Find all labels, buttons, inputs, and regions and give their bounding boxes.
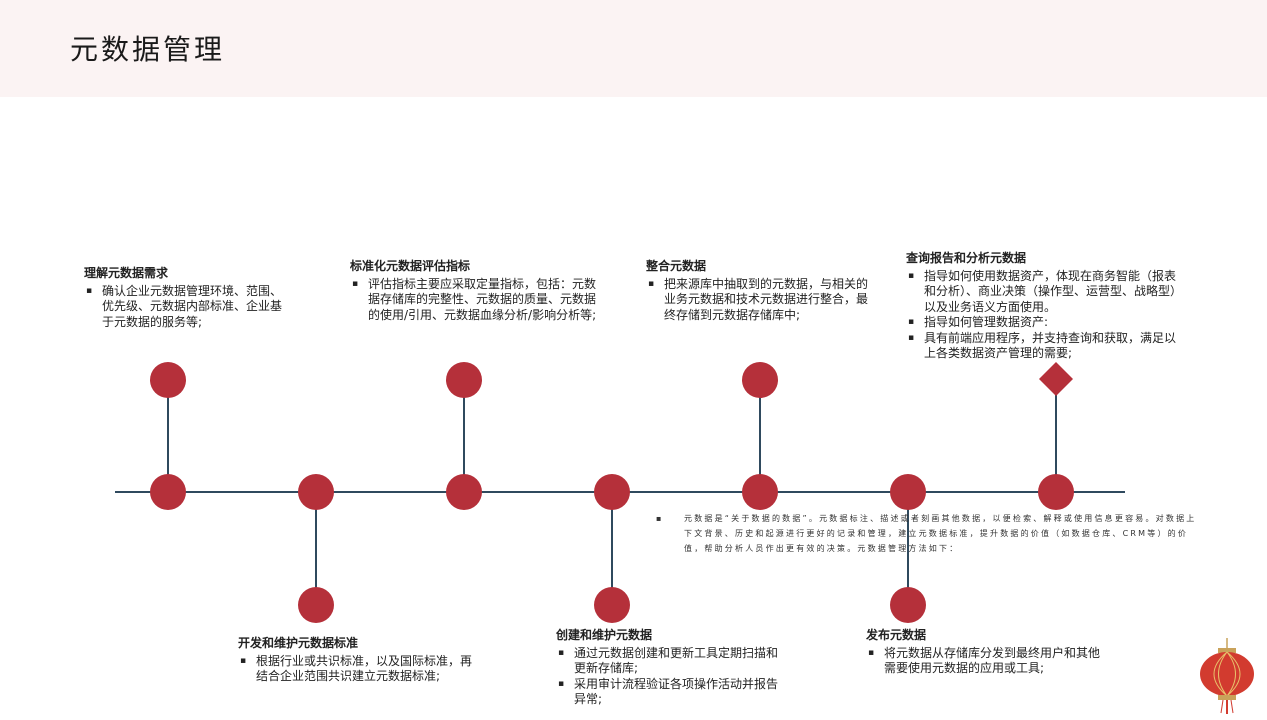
step-bullet: 确认企业元数据管理环境、范围、优先级、元数据内部标准、企业基于元数据的服务等;	[84, 284, 284, 331]
end-node-diamond	[1039, 362, 1073, 396]
step-develop-standards: 开发和维护元数据标准 根据行业或共识标准，以及国际标准，再结合企业范围共识建立元…	[238, 636, 483, 685]
timeline-node	[890, 474, 926, 510]
lantern-icon	[1200, 638, 1254, 714]
timeline-node	[446, 474, 482, 510]
step-heading: 开发和维护元数据标准	[238, 636, 359, 650]
step-bullet: 指导如何管理数据资产:	[906, 315, 1182, 331]
step-bullet: 评估指标主要应采取定量指标，包括：元数据存储库的完整性、元数据的质量、元数据的使…	[350, 277, 600, 324]
step-bullet: 采用审计流程验证各项操作活动并报告异常;	[556, 677, 788, 708]
timeline-node	[150, 474, 186, 510]
step-bullet: 把来源库中抽取到的元数据，与相关的业务元数据和技术元数据进行整合，最终存储到元数…	[646, 277, 874, 324]
step-heading: 发布元数据	[866, 628, 927, 642]
step-create-maintain: 创建和维护元数据 通过元数据创建和更新工具定期扫描和更新存储库; 采用审计流程验…	[556, 628, 788, 708]
header-bar	[0, 0, 1267, 97]
step-bullet: 将元数据从存储库分发到最终用户和其他需要使用元数据的应用或工具;	[866, 646, 1102, 677]
step-publish: 发布元数据 将元数据从存储库分发到最终用户和其他需要使用元数据的应用或工具;	[866, 628, 1102, 677]
step-standard-metrics: 标准化元数据评估指标 评估指标主要应采取定量指标，包括：元数据存储库的完整性、元…	[350, 259, 600, 323]
step-bullet: 指导如何使用数据资产，体现在商务智能（报表和分析）、商业决策（操作型、运营型、战…	[906, 269, 1182, 316]
step-heading: 理解元数据需求	[84, 266, 169, 280]
step-node	[298, 587, 334, 623]
step-heading: 创建和维护元数据	[556, 628, 653, 642]
step-node	[446, 362, 482, 398]
page-title: 元数据管理	[70, 33, 226, 66]
step-node	[594, 587, 630, 623]
step-heading: 标准化元数据评估指标	[350, 259, 471, 273]
step-understand-requirements: 理解元数据需求 确认企业元数据管理环境、范围、优先级、元数据内部标准、企业基于元…	[84, 266, 284, 330]
step-bullet: 具有前端应用程序，并支持查询和获取，满足以上各类数据资产管理的需要;	[906, 331, 1182, 362]
definition-text: 元数据是“关于数据的数据”。元数据标注、描述或者刻画其他数据，以便检索、解释或使…	[684, 514, 1197, 553]
step-heading: 整合元数据	[646, 259, 707, 273]
step-bullet: 根据行业或共识标准，以及国际标准，再结合企业范围共识建立元数据标准;	[238, 654, 483, 685]
bullet-icon: ▪	[656, 514, 664, 523]
step-query-report: 查询报告和分析元数据 指导如何使用数据资产，体现在商务智能（报表和分析）、商业决…	[906, 251, 1182, 362]
step-node	[742, 362, 778, 398]
definition-note: ▪ 元数据是“关于数据的数据”。元数据标注、描述或者刻画其他数据，以便检索、解释…	[656, 511, 1198, 556]
timeline-node	[1038, 474, 1074, 510]
step-heading: 查询报告和分析元数据	[906, 251, 1027, 265]
step-node	[150, 362, 186, 398]
timeline-node	[594, 474, 630, 510]
step-bullet: 通过元数据创建和更新工具定期扫描和更新存储库;	[556, 646, 788, 677]
step-integrate: 整合元数据 把来源库中抽取到的元数据，与相关的业务元数据和技术元数据进行整合，最…	[646, 259, 874, 323]
step-node	[890, 587, 926, 623]
timeline-node	[298, 474, 334, 510]
timeline-node	[742, 474, 778, 510]
